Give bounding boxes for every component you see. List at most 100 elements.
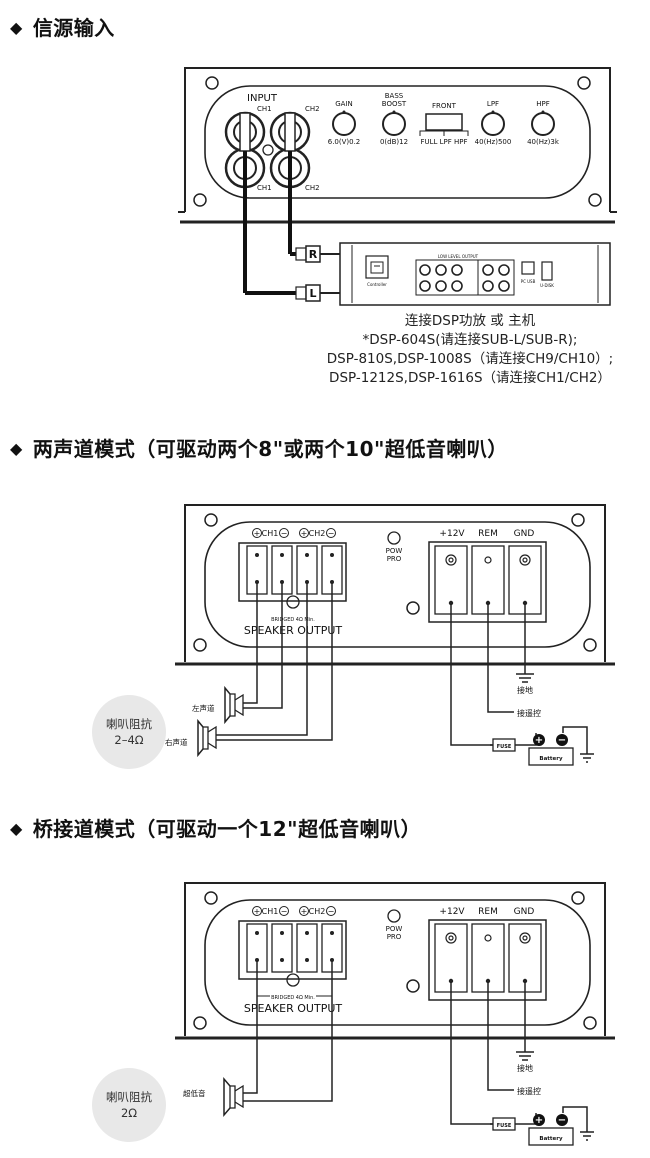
hpf-label: HPF [536, 100, 550, 108]
svg-text:−: − [558, 1115, 566, 1126]
dsp-pcusb-label: PC USB [521, 279, 536, 284]
impedance-label: 喇叭阻抗 [106, 717, 152, 731]
diamond-bullet-icon: ◆ [10, 439, 23, 458]
screw-hole-icon [205, 76, 219, 90]
screw-hole-icon [588, 193, 602, 207]
fuse-label: FUSE [497, 1123, 512, 1129]
bridged-label: BRIDGED 4Ω Min. [271, 995, 315, 1001]
gnd-label: GND [514, 529, 535, 539]
plug-r-label: R [309, 248, 318, 261]
dsp-unit: Controller LOW LEVEL OUTPUT PC USB U-DIS… [339, 242, 611, 306]
dsp-connection-notes: 连接DSP功放 或 主机 *DSP-604S(请连接SUB-L/SUB-R); … [300, 312, 640, 388]
dsp-note-line: 连接DSP功放 或 主机 [404, 313, 536, 329]
gain-knob[interactable] [332, 112, 356, 136]
bass-range: 0(dB)12 [380, 138, 408, 146]
section-title-text: 信源输入 [32, 16, 115, 40]
controller-port-icon [365, 255, 389, 279]
bridge-wiring-diagram: + CH1 − + CH2 − BRIDGED 4Ω Min. SPEAKER … [175, 882, 615, 1146]
ch2-polarity-label: + CH2 − [299, 906, 336, 916]
subwoofer-label: 超低音 [183, 1088, 206, 1098]
speaker-output-label: SPEAKER OUTPUT [244, 624, 343, 637]
rca-plug-l: L [295, 284, 340, 302]
input-panel-diagram: INPUT CH1 CH2 CH1 CH2 R L GAIN 6.0(V)0.2… [178, 67, 617, 306]
ch1-label: CH1 [262, 907, 279, 916]
left-speaker-icon [224, 685, 244, 725]
speaker-wires [243, 960, 333, 1102]
fuse-label: FUSE [497, 744, 512, 750]
lpf-knob[interactable] [481, 112, 505, 136]
remote-label: 接遥控 [517, 1086, 541, 1096]
front-mode-switch[interactable] [425, 113, 463, 131]
screw-hole-icon [193, 193, 207, 207]
gain-range: 6.0(V)0.2 [328, 138, 361, 146]
battery-icon: + − Battery [528, 734, 574, 766]
bass-label-1: BASS [385, 92, 404, 100]
svg-text:+: + [254, 529, 261, 538]
dsp-udisk-label: U-DISK [540, 283, 554, 288]
rca-cable-right [284, 112, 296, 256]
ch1-label-bottom: CH1 [257, 184, 272, 192]
impedance-bubble-2ch: 喇叭阻抗 2–4Ω [92, 695, 166, 769]
dsp-note-line: DSP-1212S,DSP-1616S（请连接CH1/CH2） [329, 370, 611, 386]
bass-boost-knob[interactable] [382, 112, 406, 136]
12v-label: +12V [439, 529, 465, 539]
ground-label: 接地 [517, 685, 533, 695]
u-disk-port-icon [541, 261, 553, 281]
gain-label: GAIN [335, 100, 353, 108]
svg-text:−: − [558, 735, 566, 746]
diamond-bullet-icon: ◆ [10, 819, 23, 838]
ground-label: 接地 [517, 1063, 533, 1073]
section-title-text: 桥接道模式（可驱动一个12"超低音喇叭） [32, 817, 422, 841]
speaker-output-label: SPEAKER OUTPUT [244, 1002, 343, 1015]
power-protect-led-icon [387, 909, 401, 923]
speaker-terminal-block [238, 542, 347, 602]
bridged-label: BRIDGED 4Ω Min. [271, 617, 315, 623]
rem-label: REM [478, 529, 498, 539]
diamond-bullet-icon: ◆ [10, 18, 23, 37]
power-wires [450, 981, 594, 1141]
speaker-terminal-block [238, 920, 347, 980]
screw-hole-icon [577, 76, 591, 90]
ch2-label: CH2 [309, 907, 326, 916]
hpf-knob[interactable] [531, 112, 555, 136]
pc-usb-port-icon [521, 261, 535, 275]
right-channel-label: 右声道 [165, 737, 188, 747]
ch2-label-bottom: CH2 [305, 184, 320, 192]
hpf-range: 40(Hz)3k [527, 138, 560, 146]
left-channel-label: 左声道 [192, 703, 215, 713]
svg-text:−: − [281, 529, 288, 538]
pow-label: POW [386, 925, 403, 933]
screw-hole-icon [583, 638, 597, 652]
right-speaker-icon [197, 718, 217, 758]
power-wires [450, 603, 594, 763]
ch1-polarity-label: + CH1 − [252, 906, 289, 916]
impedance-bubble-bridge: 喇叭阻抗 2Ω [92, 1068, 166, 1142]
impedance-value: 2Ω [120, 1106, 138, 1120]
svg-text:−: − [281, 907, 288, 916]
lpf-label: LPF [487, 100, 499, 108]
battery-label: Battery [539, 756, 563, 762]
battery-label: Battery [539, 1136, 563, 1142]
section-title-two-channel: ◆两声道模式（可驱动两个8"或两个10"超低音喇叭） [10, 433, 508, 462]
svg-text:−: − [328, 907, 335, 916]
screw-hole-icon [406, 601, 420, 615]
screw-hole-icon [193, 1016, 207, 1030]
screw-hole-icon [193, 638, 207, 652]
amp-input-face [204, 85, 591, 199]
bass-label-2: BOOST [382, 100, 407, 108]
power-protect-led-icon [387, 531, 401, 545]
12v-label: +12V [439, 907, 465, 917]
svg-text:−: − [328, 529, 335, 538]
svg-text:+: + [535, 1115, 543, 1126]
screw-hole-icon [583, 1016, 597, 1030]
input-label: INPUT [247, 93, 278, 104]
lpf-range: 40(Hz)500 [475, 138, 512, 146]
dsp-low-level-label: LOW LEVEL OUTPUT [438, 254, 479, 259]
rem-label: REM [478, 907, 498, 917]
ch2-label: CH2 [309, 529, 326, 538]
subwoofer-icon [223, 1076, 244, 1118]
screw-hole-icon [406, 979, 420, 993]
fuse-icon: FUSE [490, 1117, 516, 1131]
svg-text:+: + [301, 529, 308, 538]
rca-cable-left [239, 112, 296, 295]
